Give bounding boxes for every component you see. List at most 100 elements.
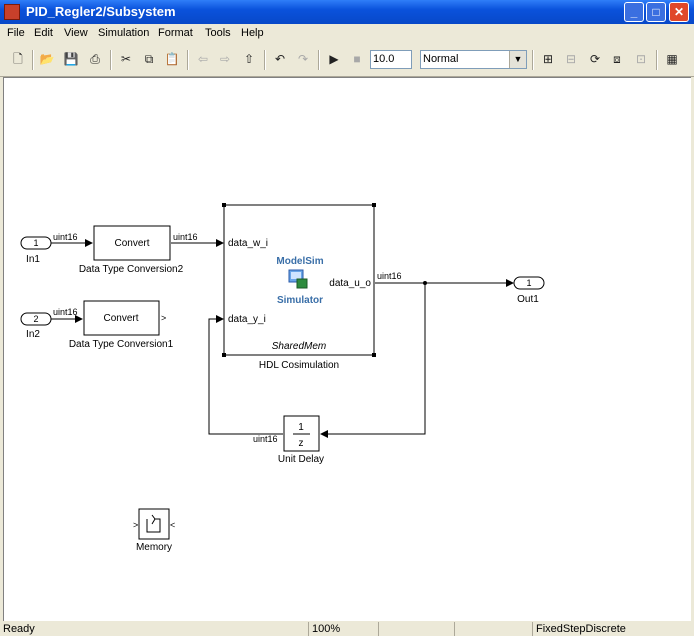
- modelsim-label: ModelSim: [276, 256, 323, 267]
- toolbar-separator: [532, 50, 534, 70]
- toolbar-separator: [318, 50, 320, 70]
- menu-tools[interactable]: Tools: [205, 27, 231, 39]
- unit-delay-numerator: 1: [298, 422, 304, 433]
- unit-delay-denominator: z: [299, 438, 304, 449]
- signal-feedback-to-delay[interactable]: [320, 283, 426, 438]
- status-empty-2: [454, 622, 532, 636]
- menu-format[interactable]: Format: [158, 27, 193, 39]
- status-bar: Ready 100% FixedStepDiscrete: [0, 622, 694, 636]
- inport-in2-label: In2: [26, 329, 40, 340]
- forward-icon[interactable]: ⇨: [219, 52, 231, 66]
- minimize-button[interactable]: _: [624, 2, 644, 22]
- stop-simulation-icon[interactable]: ■: [353, 52, 361, 66]
- update-diagram-icon[interactable]: ⧈: [613, 52, 621, 66]
- signal-label-2: uint16: [173, 232, 198, 242]
- status-empty-1: [378, 622, 454, 636]
- incremental-build-icon[interactable]: ⊟: [565, 52, 577, 66]
- open-icon[interactable]: 📂: [39, 52, 55, 66]
- back-icon[interactable]: ⇦: [197, 52, 209, 66]
- menu-help[interactable]: Help: [241, 27, 264, 39]
- branch-point: [423, 281, 427, 285]
- selection-handle[interactable]: [372, 203, 376, 207]
- menu-edit[interactable]: Edit: [34, 27, 53, 39]
- outport-out1-label: Out1: [517, 294, 539, 305]
- unit-delay-label: Unit Delay: [278, 454, 324, 465]
- outport-out1[interactable]: [513, 276, 545, 290]
- library-browser-icon[interactable]: ▦: [666, 52, 678, 66]
- menu-bar: File Edit View Simulation Format Tools H…: [0, 24, 694, 44]
- toolbar: 🗋 📂 💾 ⎙ ✂ ⧉ 📋 ⇦ ⇨ ⇧ ↶ ↷ ▶ ■ ⊞ ⊟ ⟳ ⧈ ⊡ ▦: [0, 44, 694, 77]
- memory-label: Memory: [136, 542, 172, 553]
- signal-delay-to-hdl[interactable]: [208, 315, 283, 435]
- memory-input-caret: >: [133, 520, 138, 530]
- signal-label-3: uint16: [53, 307, 78, 317]
- signal-label-1: uint16: [53, 232, 78, 242]
- toolbar-separator: [264, 50, 266, 70]
- selection-handle[interactable]: [222, 203, 226, 207]
- maximize-button[interactable]: □: [646, 2, 666, 22]
- signal-label-4: uint16: [377, 271, 402, 281]
- memory-glyph-icon: [146, 518, 161, 533]
- memory-glyph-arrow: [151, 514, 156, 525]
- refresh-icon[interactable]: ⟳: [589, 52, 601, 66]
- up-icon[interactable]: ⇧: [243, 52, 255, 66]
- diagram-canvas[interactable]: uint16 uint16 uint16 uint16 uint16 1 In1…: [3, 77, 691, 621]
- data-type-conversion1-text: Convert: [103, 313, 138, 324]
- close-button[interactable]: ✕: [669, 2, 689, 22]
- outport-out1-number: 1: [526, 278, 531, 288]
- block-diagram: uint16 uint16 uint16 uint16 uint16 1 In1…: [20, 203, 545, 553]
- simulink-app-icon: [4, 4, 20, 20]
- start-simulation-icon[interactable]: ▶: [329, 52, 339, 66]
- inport-in2[interactable]: [20, 312, 52, 326]
- unconnected-output-caret: >: [161, 313, 166, 323]
- redo-icon[interactable]: ↷: [297, 52, 309, 66]
- toolbar-separator: [32, 50, 34, 70]
- signal-label-5: uint16: [253, 434, 278, 444]
- inport-in1-label: In1: [26, 254, 40, 265]
- stop-time-input[interactable]: 10.0: [370, 50, 412, 69]
- data-type-conversion1-label: Data Type Conversion1: [69, 339, 174, 350]
- model-explorer-icon[interactable]: ⊡: [635, 52, 647, 66]
- paste-icon[interactable]: 📋: [164, 52, 180, 66]
- window-title: PID_Regler2/Subsystem: [26, 4, 176, 19]
- toolbar-separator: [187, 50, 189, 70]
- toolbar-separator: [110, 50, 112, 70]
- cut-icon[interactable]: ✂: [120, 52, 132, 66]
- selection-handle[interactable]: [372, 353, 376, 357]
- simulation-mode-value: Normal: [423, 53, 459, 65]
- simulation-mode-select[interactable]: Normal ▼: [420, 50, 527, 69]
- menu-view[interactable]: View: [64, 27, 88, 39]
- toolbar-separator: [656, 50, 658, 70]
- data-type-conversion1-block[interactable]: [83, 300, 160, 336]
- data-type-conversion2-block[interactable]: [93, 225, 171, 261]
- hdl-port-data-w-i: data_w_i: [228, 238, 268, 249]
- memory-output-caret: <: [170, 520, 175, 530]
- copy-icon[interactable]: ⧉: [144, 52, 154, 66]
- inport-in2-number: 2: [33, 314, 38, 324]
- chevron-down-icon[interactable]: ▼: [509, 51, 526, 68]
- build-icon[interactable]: ⊞: [542, 52, 554, 66]
- status-ready: Ready: [3, 623, 35, 635]
- simulator-label: Simulator: [277, 295, 323, 306]
- inport-in1[interactable]: [20, 236, 52, 250]
- modelsim-icon: [288, 269, 308, 289]
- hdl-port-data-u-o: data_u_o: [329, 278, 371, 289]
- print-icon[interactable]: ⎙: [90, 52, 100, 66]
- title-bar: PID_Regler2/Subsystem _ □ ✕: [0, 0, 694, 24]
- selection-handle[interactable]: [222, 353, 226, 357]
- menu-simulation[interactable]: Simulation: [98, 27, 150, 39]
- undo-icon[interactable]: ↶: [274, 52, 286, 66]
- hdl-cosimulation-label: HDL Cosimulation: [259, 360, 339, 371]
- inport-in1-number: 1: [33, 238, 38, 248]
- data-type-conversion2-label: Data Type Conversion2: [79, 264, 184, 275]
- hdl-comm-mode: SharedMem: [272, 341, 326, 352]
- save-icon[interactable]: 💾: [63, 52, 79, 66]
- memory-block[interactable]: [138, 508, 170, 540]
- status-solver: FixedStepDiscrete: [532, 622, 694, 636]
- menu-file[interactable]: File: [7, 27, 25, 39]
- status-zoom: 100%: [308, 622, 378, 636]
- data-type-conversion2-text: Convert: [114, 238, 149, 249]
- hdl-port-data-y-i: data_y_i: [228, 314, 266, 325]
- new-icon[interactable]: 🗋: [13, 52, 23, 66]
